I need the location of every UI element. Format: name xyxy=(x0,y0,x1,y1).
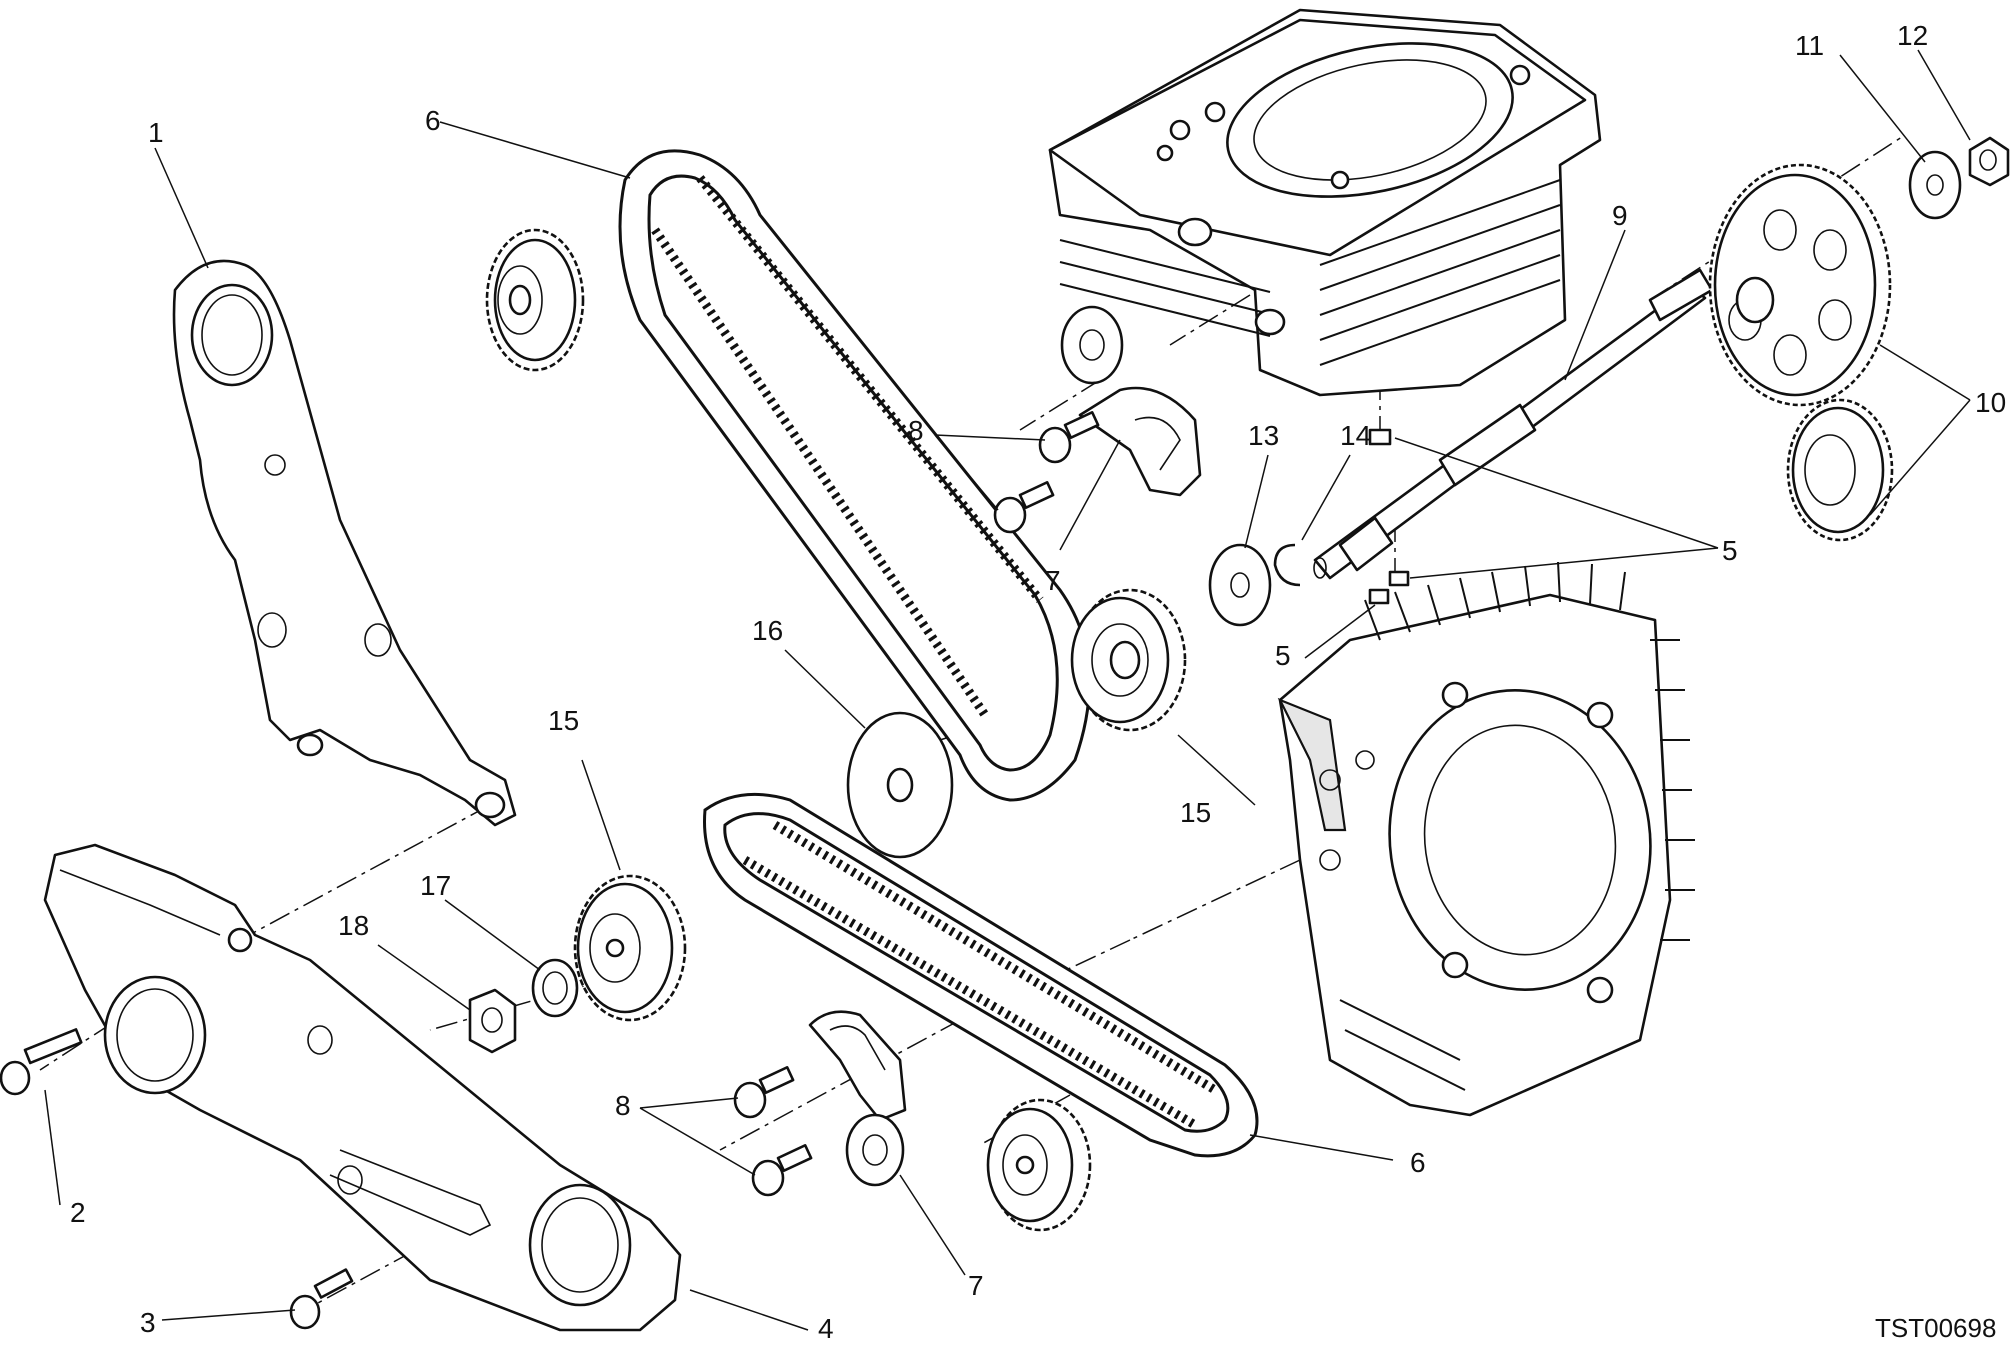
callout-8-upper: 8 xyxy=(908,415,924,446)
callout-6-upper: 6 xyxy=(425,105,441,136)
callout-8-lower: 8 xyxy=(615,1090,631,1121)
screw-set xyxy=(0,411,1100,1330)
callout-11: 11 xyxy=(1795,30,1824,61)
woodruff-keys xyxy=(1368,428,1410,605)
belt-tensioner-lower xyxy=(808,1010,907,1187)
cam-gear-small xyxy=(1786,398,1894,542)
callout-12: 12 xyxy=(1897,20,1928,51)
callout-10: 10 xyxy=(1975,387,2006,418)
callout-9: 9 xyxy=(1612,200,1628,231)
callout-4: 4 xyxy=(818,1313,834,1344)
front-belt-cover xyxy=(43,843,682,1332)
timing-belt-upper xyxy=(618,149,1091,802)
timing-belt-lower xyxy=(703,792,1259,1158)
camshaft xyxy=(1313,268,1714,580)
belt-pulley-lower-left xyxy=(573,874,687,1022)
belt-tensioner-upper xyxy=(1060,305,1202,497)
rear-belt-cover xyxy=(172,259,517,827)
drawing-code: TST00698 xyxy=(1875,1313,1996,1343)
gear-washer xyxy=(1908,150,1962,220)
callout-3: 3 xyxy=(140,1307,156,1338)
callout-15-left: 15 xyxy=(548,705,579,736)
gear-nut xyxy=(1968,136,2010,187)
callout-6-lower: 6 xyxy=(1410,1147,1426,1178)
callout-5-left: 5 xyxy=(1275,640,1291,671)
callout-14: 14 xyxy=(1340,420,1371,451)
callout-labels: 1 2 3 4 5 5 6 6 7 7 8 8 9 10 11 12 13 14… xyxy=(70,20,2006,1344)
shim-washer xyxy=(1208,543,1272,627)
belt-pulley-bottom xyxy=(986,1098,1092,1232)
callout-1: 1 xyxy=(148,117,164,148)
cam-gear-large xyxy=(1708,163,1892,407)
leader-lines xyxy=(44,49,1971,1331)
callout-7-upper: 7 xyxy=(1045,565,1061,596)
callout-15-right: 15 xyxy=(1180,797,1211,828)
callout-16: 16 xyxy=(752,615,783,646)
cylinder xyxy=(1048,8,1602,397)
callout-5-right: 5 xyxy=(1722,535,1738,566)
thrust-washer xyxy=(846,711,954,859)
belt-pulley-center xyxy=(1070,588,1187,732)
callout-18: 18 xyxy=(338,910,369,941)
belt-pulley-upper-left xyxy=(485,228,585,372)
callout-7-lower: 7 xyxy=(968,1270,984,1301)
pulley-nut xyxy=(468,988,517,1054)
callout-2: 2 xyxy=(70,1197,86,1228)
spacer xyxy=(531,958,579,1018)
callout-13: 13 xyxy=(1248,420,1279,451)
callout-17: 17 xyxy=(420,870,451,901)
circlip xyxy=(1273,543,1301,587)
cylinder-head xyxy=(1277,561,1695,1117)
